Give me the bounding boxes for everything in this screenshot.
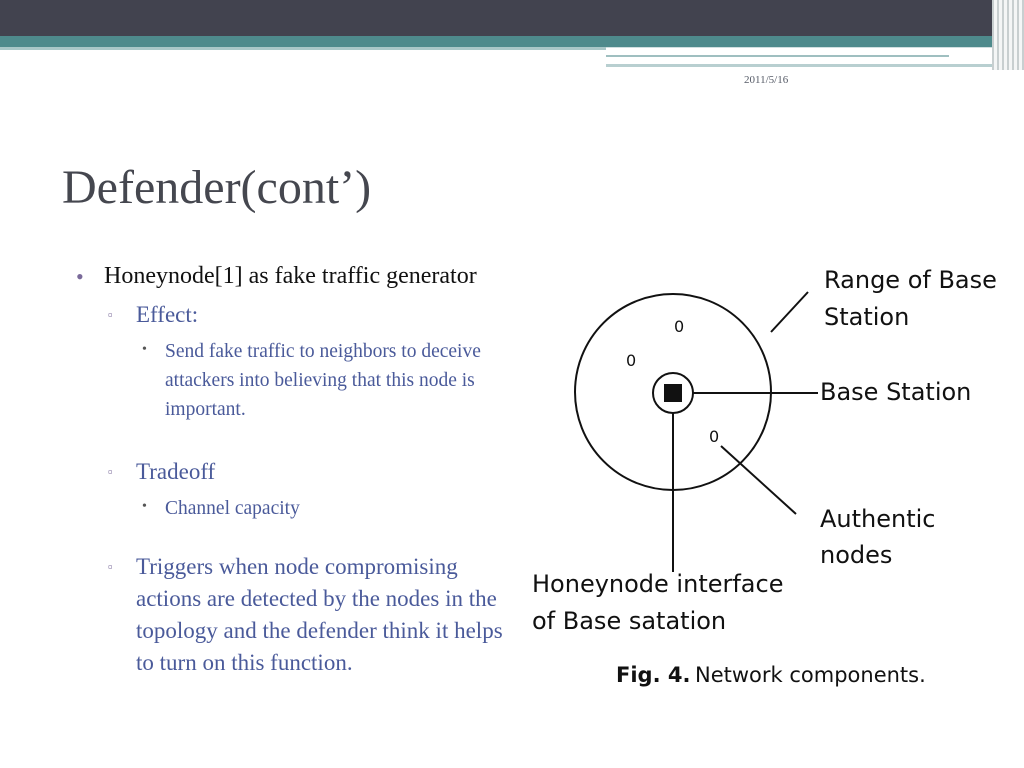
sub-sub-bullet-item: • Send fake traffic to neighbors to dece… [76,337,526,424]
slide-date: 2011/5/16 [744,74,789,86]
base-station-icon [664,384,682,402]
dot-bullet-icon: • [142,499,147,514]
bullet-list: • Honeynode[1] as fake traffic generator… [76,260,526,679]
sub-sub-bullet-item: • Channel capacity [76,494,526,523]
honeynode-label: of Base satation [532,607,726,635]
sub-bullet-item: ▫ Effect: [76,299,526,331]
header-thin-line [606,64,1024,67]
sub-bullet-text: Tradeoff [136,459,216,484]
range-label: Range of Base [824,266,997,294]
sub-bullet-item: ▫ Triggers when node compromising action… [76,551,526,679]
range-label: Station [824,303,909,331]
honeynode-label: Honeynode interface [532,570,783,598]
bullet-dot-icon: • [76,264,84,289]
node-glyph: 0 [709,427,719,446]
bullet-text: Honeynode[1] as fake traffic generator [104,263,477,289]
header-stripes [992,0,1024,70]
authentic-nodes-label: nodes [820,541,892,569]
header-accent-bar [0,36,1024,47]
authentic-nodes-leader-line [720,445,797,515]
header-accent-line [0,47,606,50]
sub-sub-bullet-text: Channel capacity [165,498,300,519]
bullet-item: • Honeynode[1] as fake traffic generator [76,260,526,293]
sub-bullet-text: Triggers when node compromising actions … [136,554,503,675]
square-bullet-icon: ▫ [108,464,113,479]
sub-bullet-item: ▫ Tradeoff [76,456,526,488]
slide-title: Defender(cont’) [62,161,372,214]
sub-bullet-text: Effect: [136,302,199,327]
dot-bullet-icon: • [142,342,147,357]
base-station-label: Base Station [820,378,971,406]
header-thin-line [606,55,949,57]
authentic-nodes-label: Authentic [820,505,936,533]
node-glyph: 0 [626,351,636,370]
figure-caption-text: Network components. [695,663,926,687]
network-figure: 0 0 0 Range of Base Station Base Station… [526,258,1024,698]
node-glyph: 0 [674,317,684,336]
sub-sub-bullet-text: Send fake traffic to neighbors to deceiv… [165,341,481,420]
range-leader-line [770,291,809,333]
header-bar [0,0,1024,36]
square-bullet-icon: ▫ [108,307,113,322]
network-diagram: 0 0 0 Range of Base Station Base Station… [532,266,997,687]
square-bullet-icon: ▫ [108,559,113,574]
figure-caption-number: Fig. 4. [616,663,690,687]
